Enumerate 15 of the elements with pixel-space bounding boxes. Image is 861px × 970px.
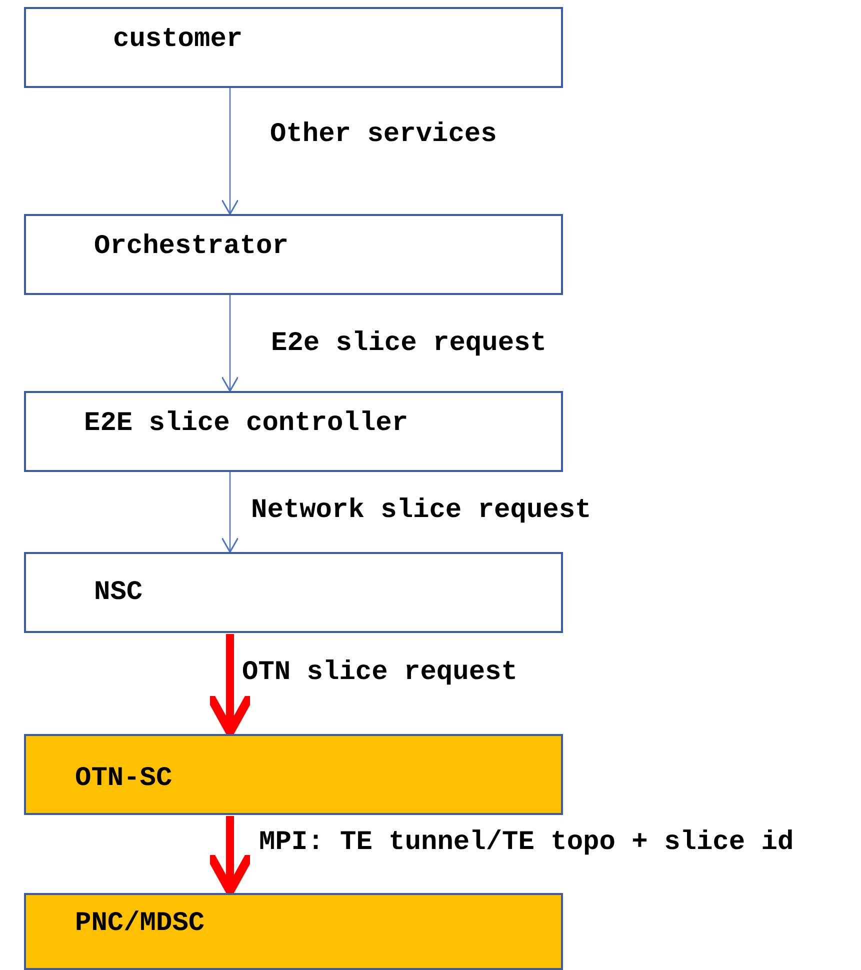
arrow [221,472,239,553]
process-box [24,214,563,295]
process-box [24,734,563,815]
process-box [24,893,563,970]
arrow [221,295,239,392]
box-label: E2E slice controller [84,409,408,439]
process-box [24,7,563,88]
box-label: OTN-SC [75,764,172,794]
arrow [221,88,239,215]
box-label: customer [113,25,243,55]
process-box [24,552,563,633]
box-label: NSC [94,578,143,608]
box-label: PNC/MDSC [75,909,205,939]
box-label: Orchestrator [94,232,288,262]
process-box [24,391,563,472]
